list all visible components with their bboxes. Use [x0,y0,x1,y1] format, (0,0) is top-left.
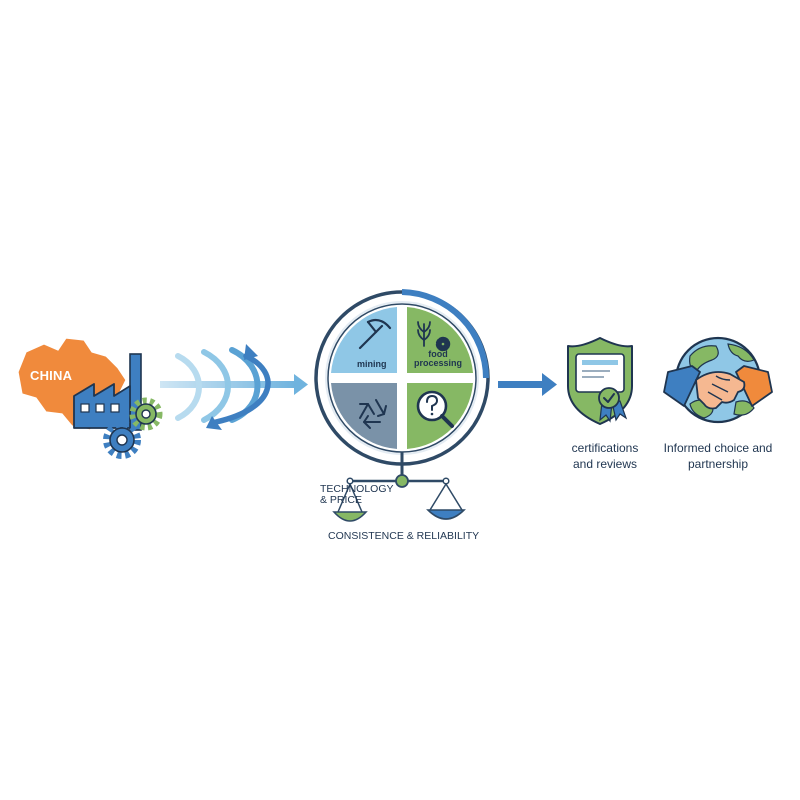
food-processing-label: food processing [413,349,462,369]
certifications-label: certifications and reviews [571,441,639,471]
handshake-globe-icon [663,336,773,424]
factory-icon [73,353,142,431]
center-wheel [314,289,490,466]
curved-arrows-icon [160,344,308,430]
magnifier-question-icon [416,390,454,428]
pickaxe-icon [358,318,392,350]
shield-certificate-icon [567,337,633,425]
segment-recycling [331,383,397,449]
wheat-gear-icon [417,321,451,352]
segment-mining [331,307,397,373]
balance-scale-icon [332,452,466,522]
technology-price-label: TECHNOLOGY & PRICE [320,483,394,507]
partnership-label: Informed choice and partnership [663,441,773,471]
china-label: CHINA [30,368,73,383]
arrow-to-outcomes [498,373,557,396]
consistence-reliability-label: CONSISTENCE & RELIABILITY [328,530,480,542]
gear-icon [103,397,163,459]
mining-label: mining [357,359,387,369]
recycle-icon [359,399,387,429]
